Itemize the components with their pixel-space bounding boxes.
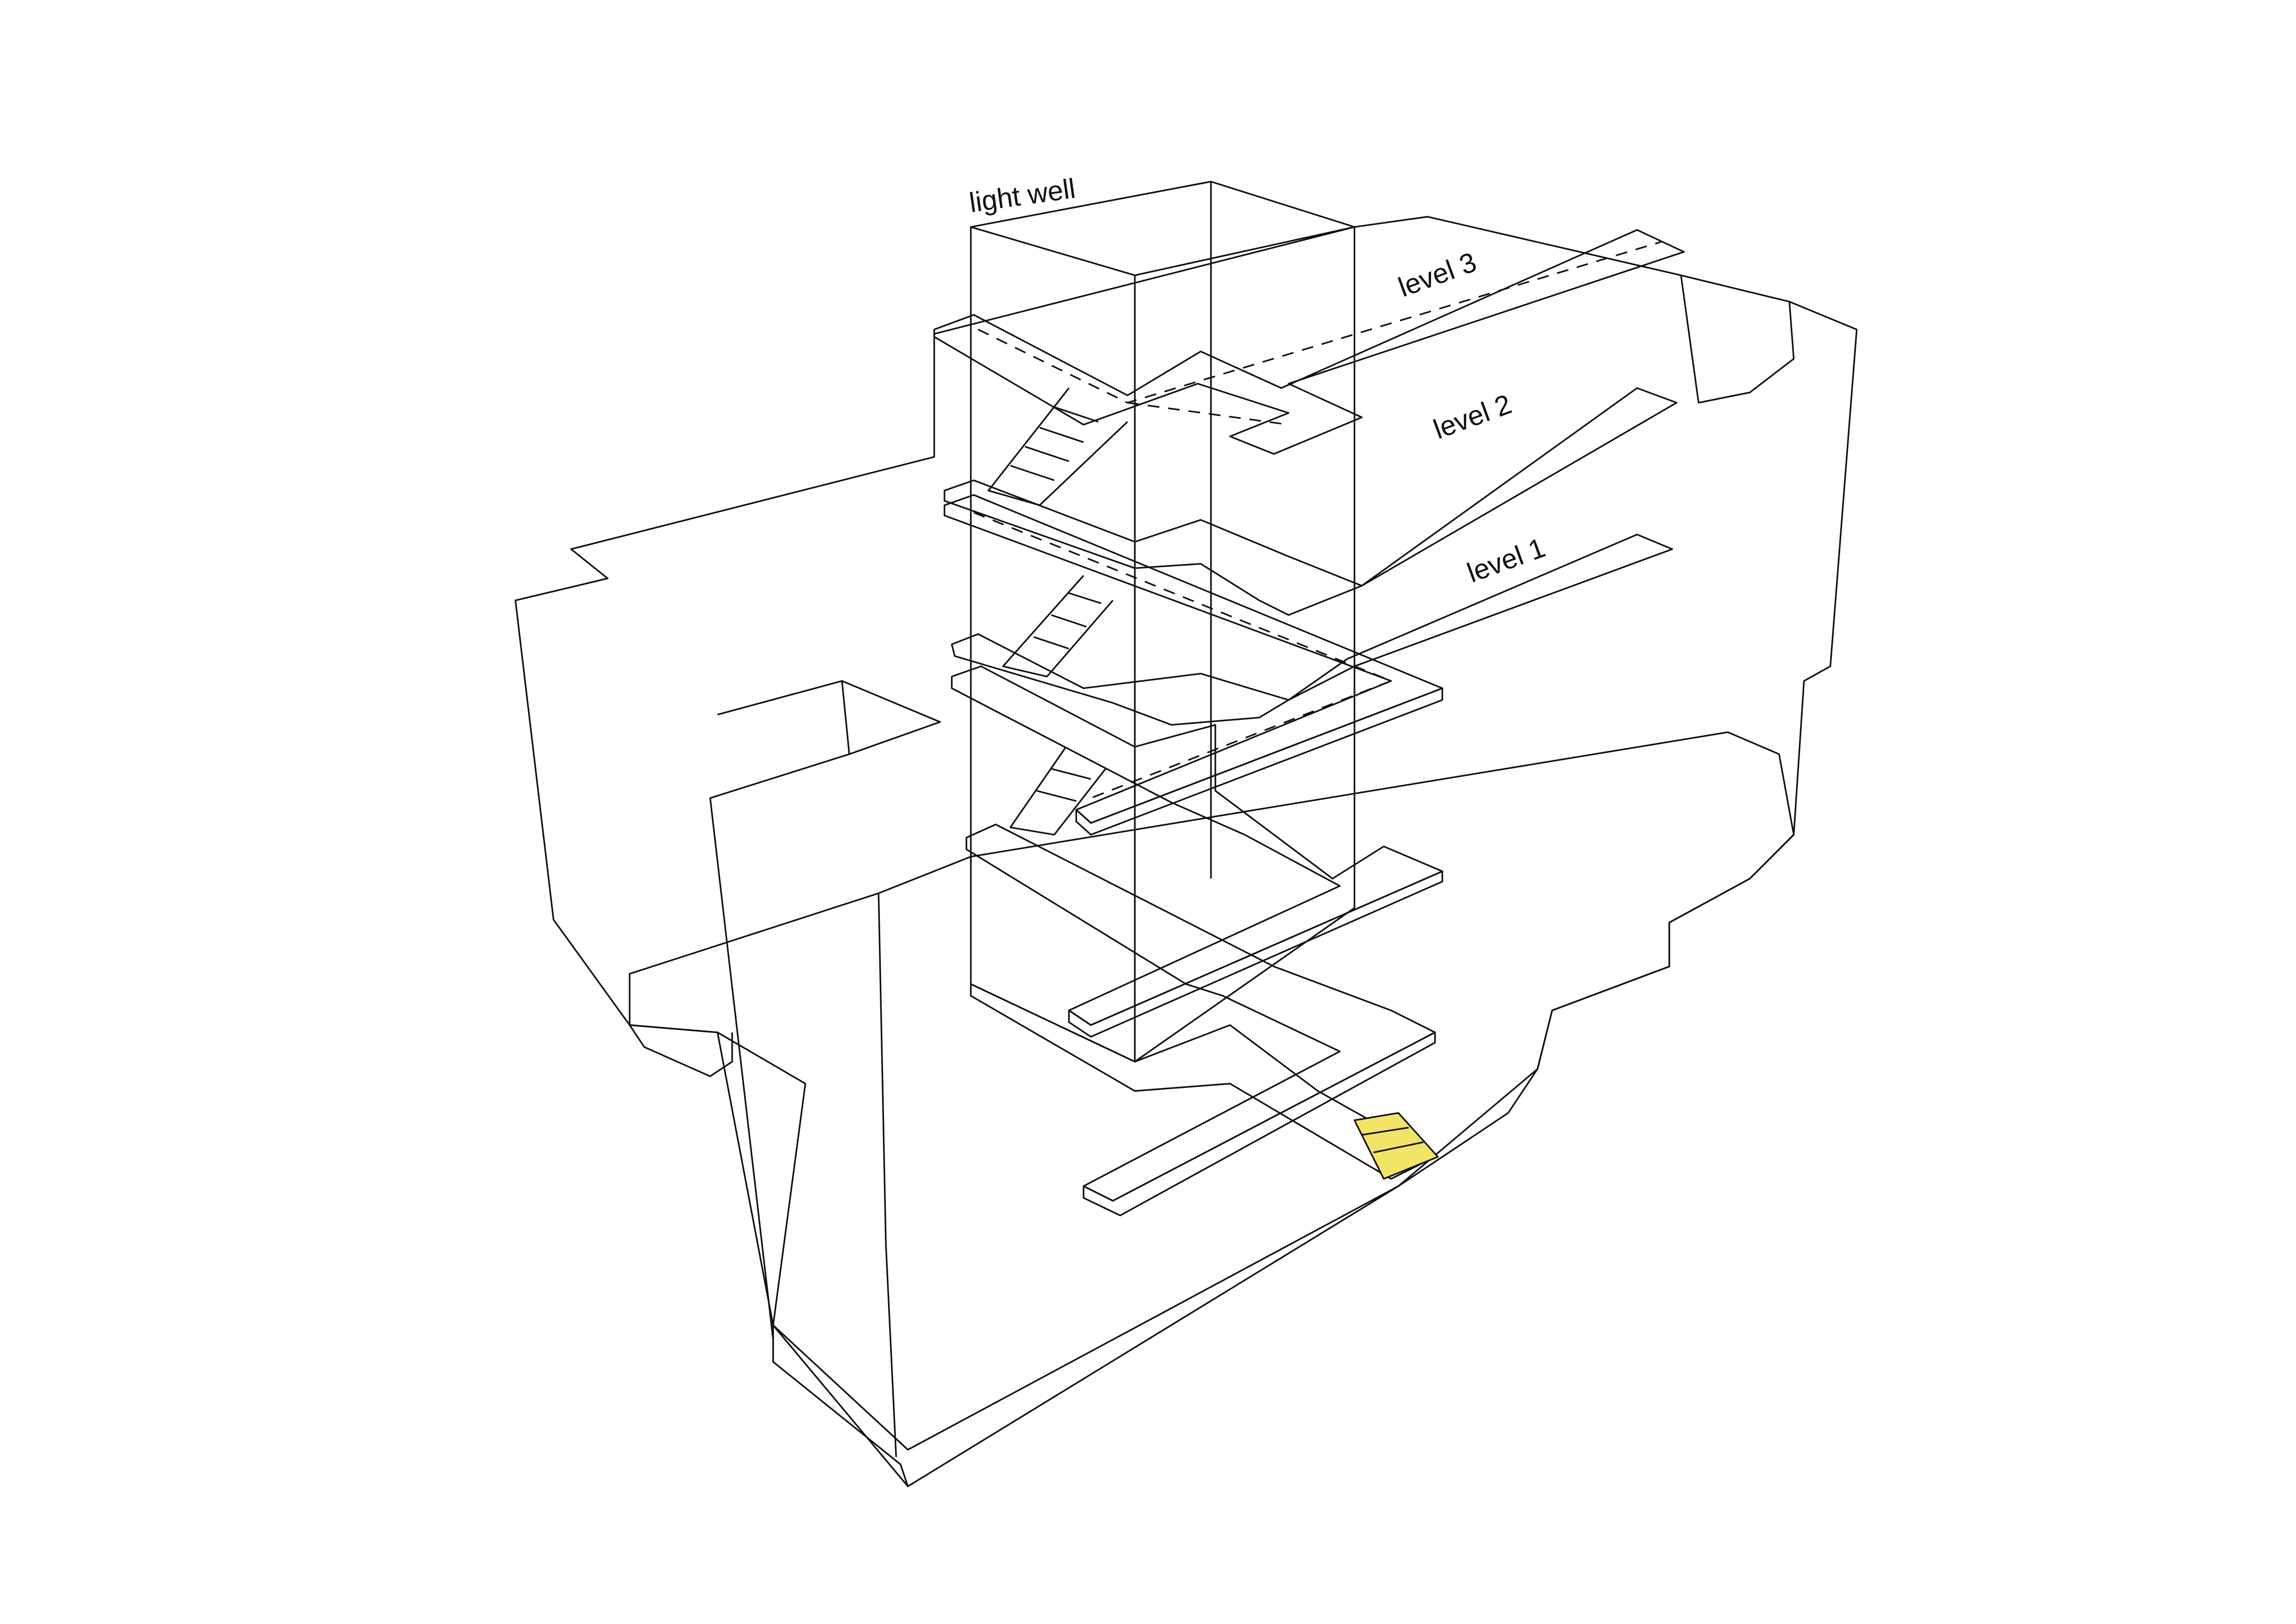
level-2-walkway (943, 387, 1678, 1038)
ground-floor (628, 731, 1795, 1451)
stairs (987, 387, 1439, 1180)
level-2-label: level 2 (1429, 388, 1515, 445)
light-well-floor (970, 983, 1436, 1180)
light-well-label: light well (967, 173, 1077, 218)
level-3-label: level 3 (1394, 246, 1481, 303)
level-1-walkway (951, 533, 1673, 1217)
building-outline (514, 216, 1858, 1487)
level-3-walkway (933, 229, 1685, 836)
level-1-label: level 1 (1463, 532, 1549, 588)
